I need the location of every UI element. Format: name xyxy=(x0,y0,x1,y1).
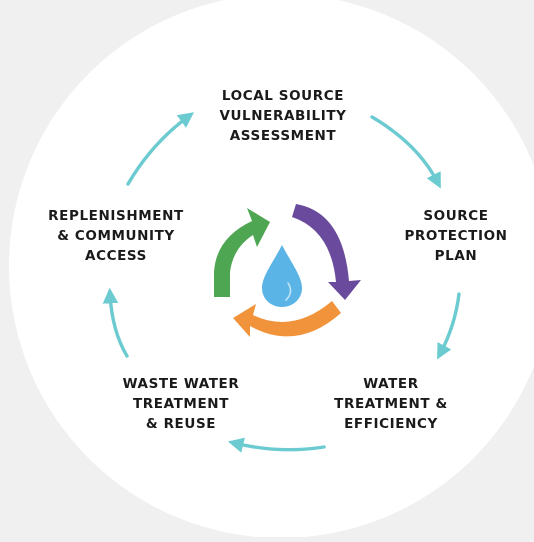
recycle-arrow-orange xyxy=(233,301,341,337)
connector-arrow-reuse-to-replenishment xyxy=(102,287,129,358)
connector-arrow-assessment-to-plan xyxy=(370,115,441,189)
stage-label-source-protection-plan: SOURCE PROTECTION PLAN xyxy=(404,208,508,264)
stage-label-waste-water-treatment-reuse: WASTE WATER TREATMENT & REUSE xyxy=(122,376,240,432)
water-drop-highlight xyxy=(285,282,292,301)
recycle-icon xyxy=(214,204,361,337)
water-drop-icon xyxy=(262,245,302,307)
stage-label-replenishment-community-access: REPLENISHMENT & COMMUNITY ACCESS xyxy=(48,208,184,264)
stage-label-water-treatment-efficiency: WATER TREATMENT & EFFICIENCY xyxy=(334,376,448,432)
connector-arrow-replenishment-to-assessment xyxy=(126,112,195,186)
recycle-arrow-purple xyxy=(292,204,361,300)
connector-arrow-plan-to-treatment xyxy=(437,292,461,360)
stage-label-local-source-vulnerability-assessment: LOCAL SOURCE VULNERABILITY ASSESSMENT xyxy=(219,88,347,144)
connector-arrow-treatment-to-reuse xyxy=(227,437,326,453)
recycle-arrow-green xyxy=(214,208,270,297)
